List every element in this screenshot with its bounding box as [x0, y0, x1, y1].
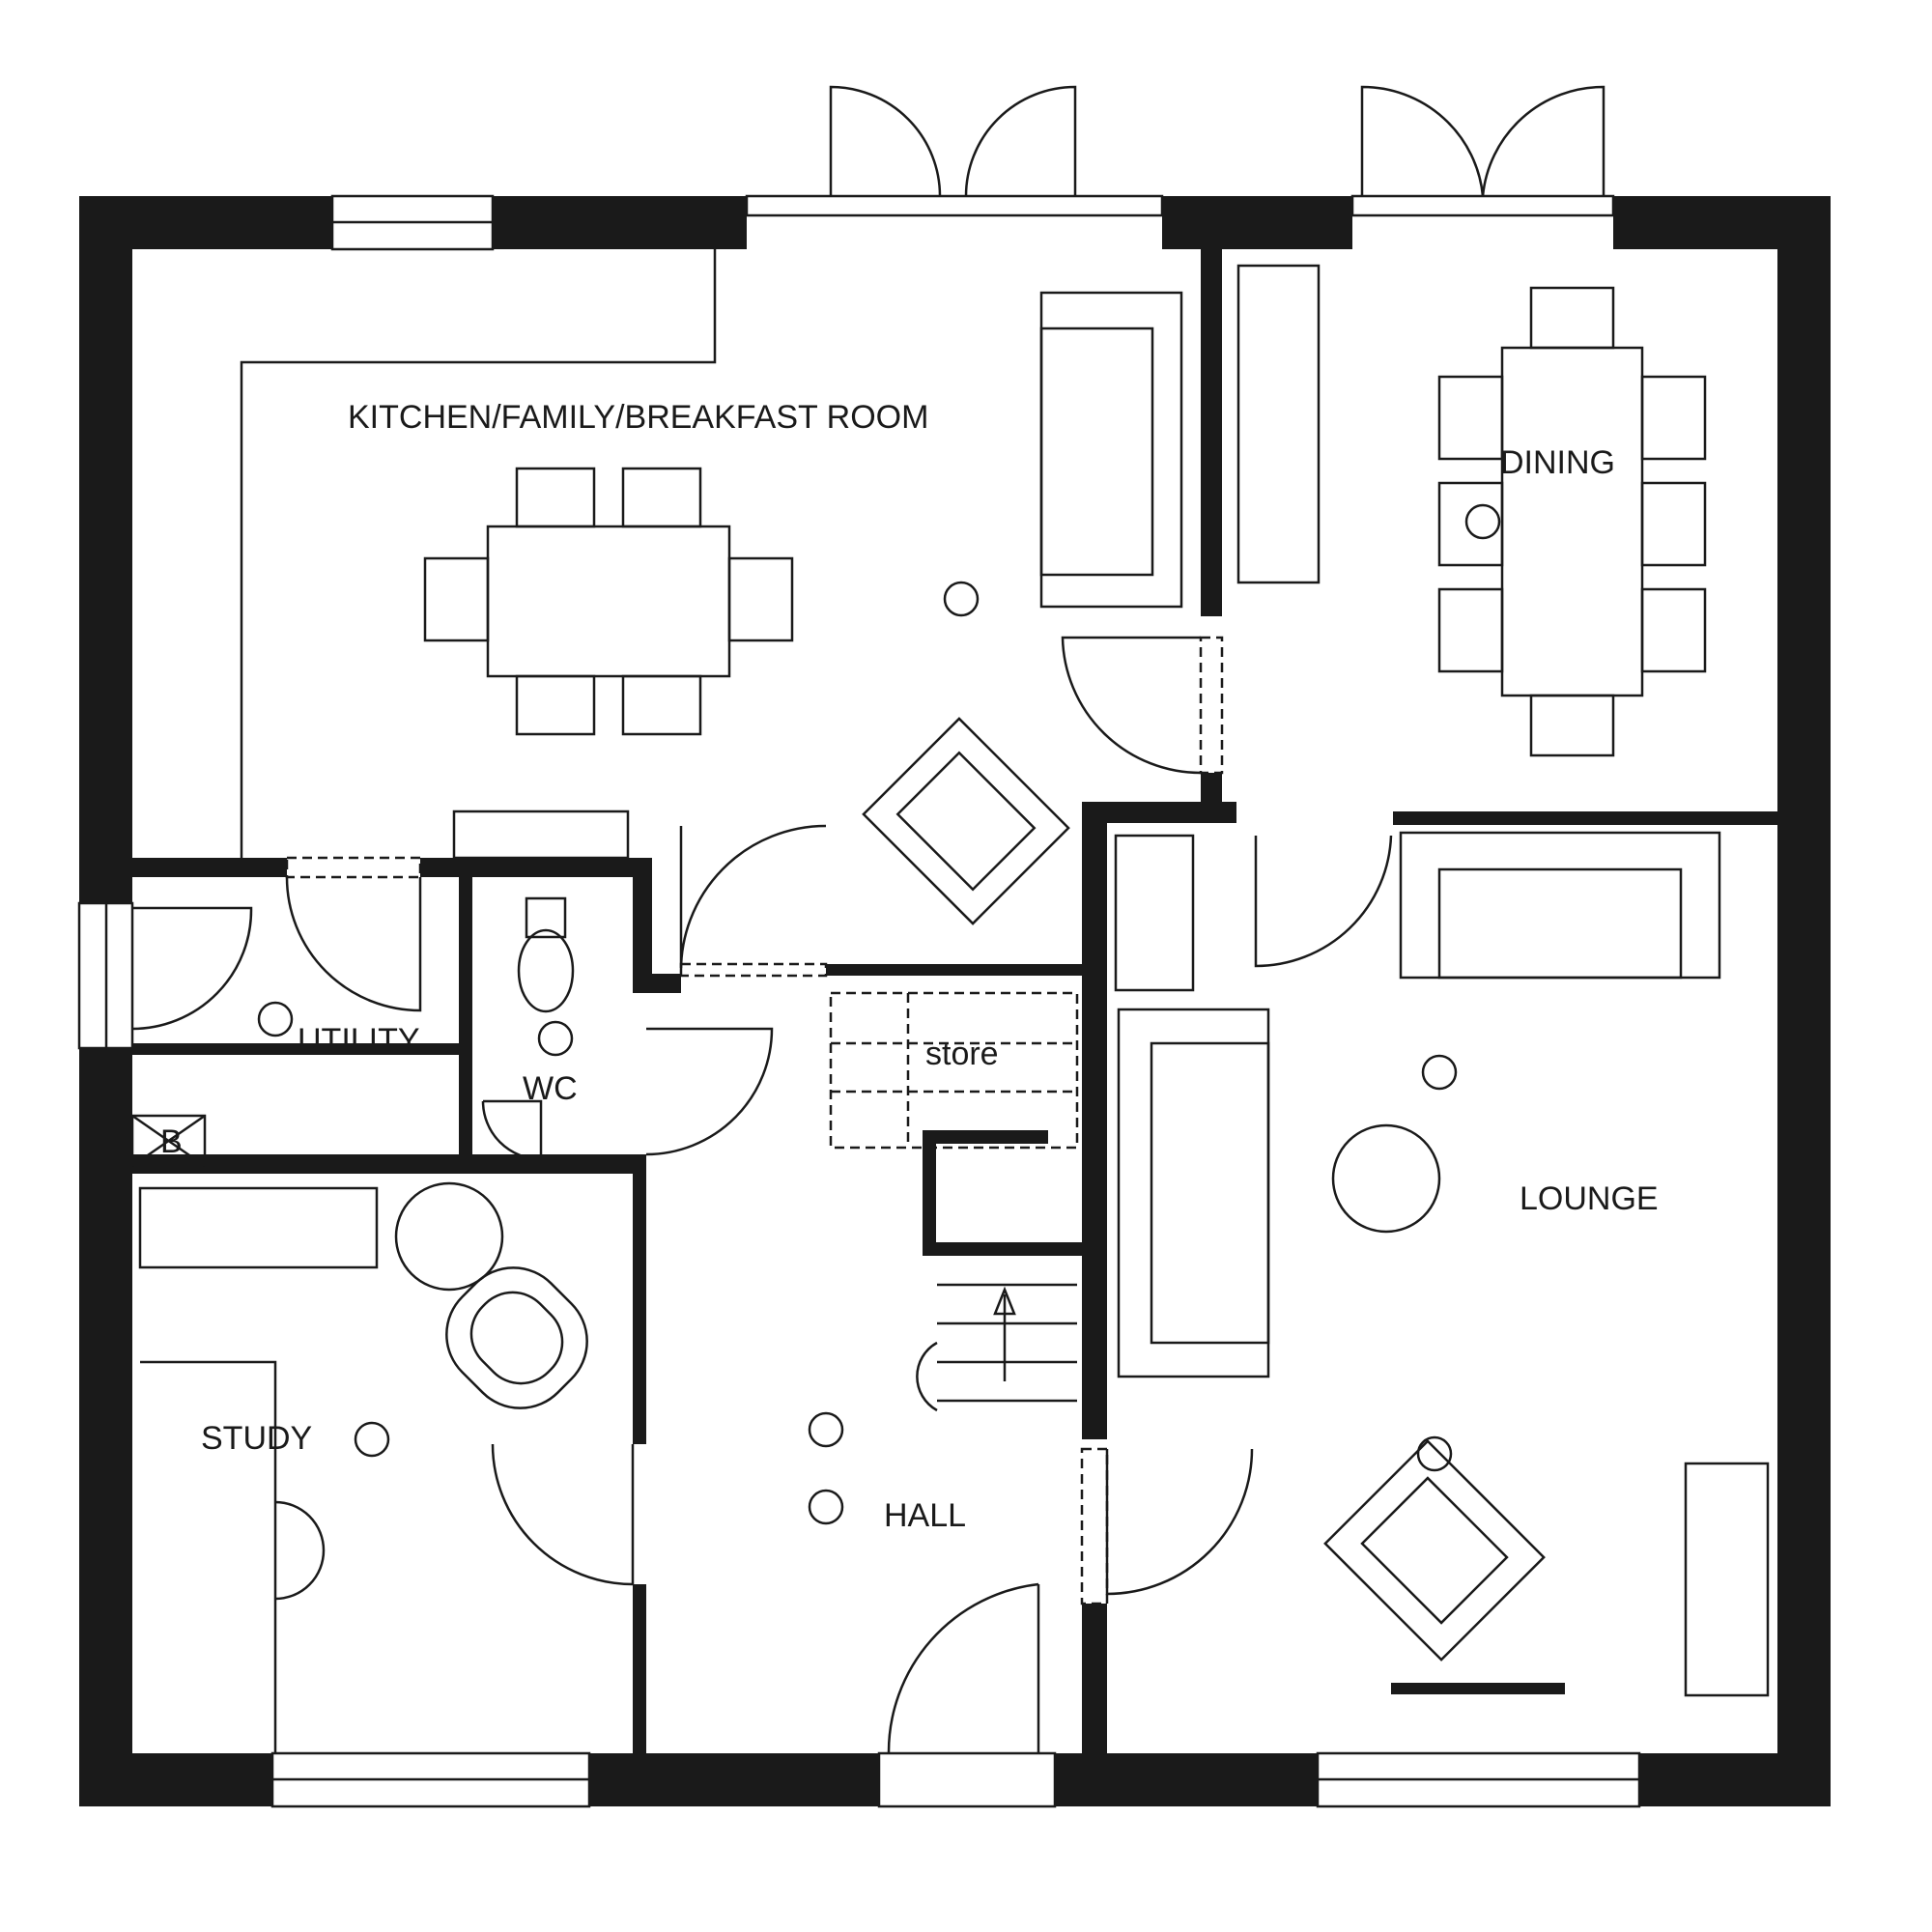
wc-fittings [481, 896, 575, 1161]
windows [77, 194, 1641, 1808]
room-label-kitchen: KITCHEN/FAMILY/BREAKFAST ROOM [348, 399, 928, 436]
room-label-lounge: LOUNGE [1520, 1180, 1659, 1217]
room-label-wc: WC [523, 1070, 578, 1107]
lounge-furniture [1117, 831, 1770, 1697]
staircase [829, 991, 1079, 1412]
kitchen-furniture [240, 249, 1183, 925]
dining-furniture [1236, 264, 1707, 757]
room-label-study: STUDY [201, 1420, 312, 1457]
room-label-store: store [925, 1036, 999, 1072]
room-label-hall: HALL [884, 1497, 966, 1534]
external-walls [79, 196, 1831, 1806]
room-label-utility: UTILITY [298, 1022, 420, 1059]
internal-walls [132, 249, 1777, 1758]
doors [131, 85, 1615, 1754]
ceiling-lights [257, 503, 1501, 1525]
utility-fittings [130, 834, 1195, 1168]
boiler-label: B [160, 1123, 183, 1160]
room-label-dining: DINING [1500, 444, 1615, 481]
study-furniture [138, 1181, 588, 1753]
